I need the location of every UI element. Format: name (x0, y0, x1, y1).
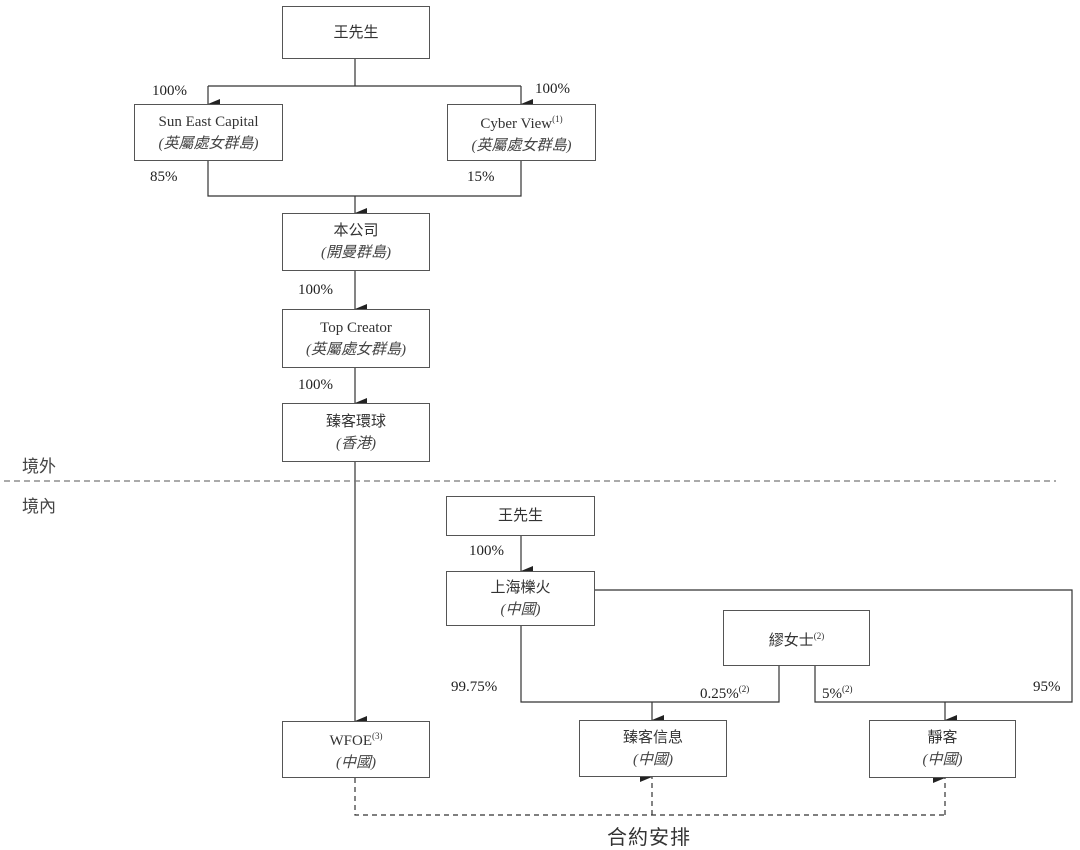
pct-company-top-creator: 100% (298, 282, 333, 298)
entity-name: 臻客信息 (622, 729, 683, 746)
connector-holders-join (207, 160, 522, 197)
entity-name: 繆女士(2) (768, 630, 825, 649)
entity-sun-east-capital: Sun East Capital (英屬處女群島) (134, 104, 283, 161)
pct-top-creator-zhenke-global: 100% (298, 377, 333, 393)
pct-shanghai-zhenke-info: 99.75% (451, 679, 498, 695)
entity-name: Top Creator (320, 319, 392, 336)
entity-name: WFOE(3) (329, 731, 383, 749)
entity-company: 本公司 (開曼群島) (282, 213, 430, 271)
entity-name: 王先生 (497, 508, 543, 524)
entity-mr-wang-onshore: 王先生 (446, 496, 595, 536)
entity-name: 上海櫟火 (490, 579, 551, 596)
entity-name: 王先生 (333, 24, 379, 41)
entity-jurisdiction: (中國) (336, 755, 376, 771)
pct-shanghai-jingke: 95% (1033, 679, 1061, 695)
contractual-arrangement-line (354, 778, 945, 816)
entity-jurisdiction: (中國) (922, 752, 963, 768)
entity-jingke: 靜客 (中國) (869, 720, 1016, 778)
entity-name: 本公司 (333, 223, 379, 239)
entity-zhenke-info: 臻客信息 (中國) (579, 720, 727, 777)
entity-jurisdiction: (開曼群島) (321, 245, 391, 261)
region-label-onshore: 境內 (22, 497, 56, 517)
footnote-ref: (3) (372, 731, 383, 741)
entity-zhenke-global: 臻客環球 (香港) (282, 403, 430, 462)
region-label-offshore: 境外 (22, 457, 56, 477)
footnote-ref: (2) (842, 684, 853, 694)
entity-jurisdiction: (中國) (633, 751, 673, 768)
entity-ms-miao: 繆女士(2) (723, 610, 870, 666)
entity-jurisdiction: (英屬處女群島) (471, 138, 572, 154)
footnote-ref: (1) (552, 114, 563, 124)
pct-miao-zhenke-info: 0.25%(2) (700, 684, 750, 702)
pct-wang-sun-east: 100% (152, 83, 187, 99)
pct-wang-shanghai: 100% (469, 543, 504, 559)
pct-cyber-view-company: 15% (467, 169, 495, 185)
connector-to-zhenke-info (520, 625, 780, 703)
footnote-ref: (2) (738, 684, 750, 694)
entity-top-creator: Top Creator (英屬處女群島) (282, 309, 430, 368)
entity-jurisdiction: (英屬處女群島) (306, 341, 406, 358)
entity-jurisdiction: (英屬處女群島) (158, 135, 259, 152)
contractual-arrangements-label: 合約安排 (607, 825, 691, 849)
entity-wfoe: WFOE(3) (中國) (282, 721, 430, 778)
pct-miao-jingke: 5%(2) (822, 684, 853, 702)
entity-cyber-view: Cyber View(1) (英屬處女群島) (447, 104, 596, 161)
entity-name: 靜客 (927, 730, 958, 746)
pct-wang-cyber-view: 100% (535, 81, 570, 97)
footnote-ref: (2) (813, 630, 825, 641)
entity-mr-wang-top: 王先生 (282, 6, 430, 59)
entity-name: Sun East Capital (158, 113, 259, 130)
entity-shanghai-lihuo: 上海櫟火 (中國) (446, 571, 595, 626)
entity-jurisdiction: (香港) (336, 435, 376, 452)
entity-name: Cyber View(1) (480, 114, 563, 132)
connector-shanghai-to-jingke (594, 589, 1073, 703)
entity-name: 臻客環球 (325, 413, 386, 430)
pct-sun-east-company: 85% (150, 169, 178, 185)
entity-jurisdiction: (中國) (500, 601, 541, 618)
